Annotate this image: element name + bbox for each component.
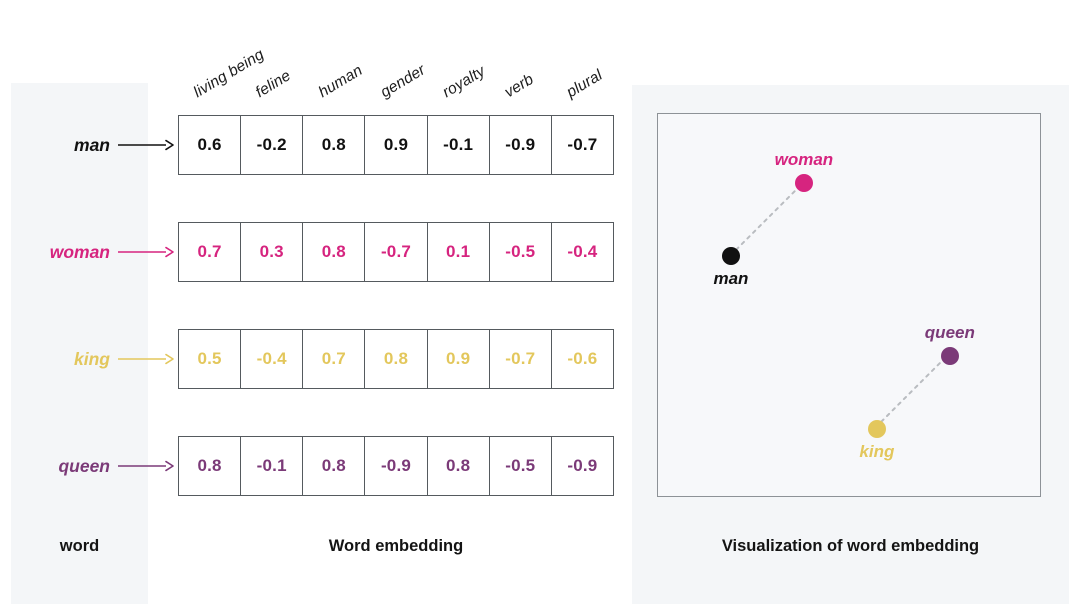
scatter-point-king [867,419,886,438]
embedding-cell: 0.8 [303,116,366,174]
dimension-header-gender: gender [377,61,429,102]
embedding-cell: 0.9 [428,330,490,388]
embedding-cell: -0.5 [490,437,552,495]
dimension-header-royalty: royalty [439,62,489,102]
arrow-right-icon [118,352,174,366]
word-label-woman: woman [49,241,110,262]
embedding-cell: 0.3 [241,223,304,281]
word-label-queen: queen [58,455,110,476]
arrow-right-icon [118,138,174,152]
dimension-header-feline: feline [252,67,294,102]
caption-word-embedding: Word embedding [328,537,464,555]
word-label-man: man [74,134,110,155]
scatter-point-queen [940,346,959,365]
embedding-cell: 0.8 [303,223,366,281]
embedding-cell: -0.5 [490,223,552,281]
embedding-cell: 0.7 [179,223,242,281]
embedding-cell: -0.9 [490,116,552,174]
embedding-cell: 0.8 [179,437,242,495]
dimension-header-plural: plural [563,66,606,102]
word-column-panel [11,83,148,604]
connector-king-queen [874,353,950,429]
caption-word: word [59,537,100,555]
word-label-row-woman: woman [0,222,178,282]
embedding-cell: 0.6 [179,116,242,174]
embedding-cell: -0.9 [365,437,428,495]
embedding-cell: -0.4 [567,242,598,261]
embedding-cell: -0.1 [428,116,490,174]
word-label-row-queen: queen [0,436,178,496]
embedding-cell: -0.1 [241,437,304,495]
embedding-cell: -0.2 [241,116,304,174]
scatter-label-man: man [713,269,749,289]
embedding-cell: -0.6 [567,349,598,368]
embedding-scatter-plot: man woman king queen [657,113,1041,497]
scatter-label-queen: queen [924,322,975,342]
connector-man-woman [729,181,805,257]
word-label-row-king: king [0,329,178,389]
embedding-cell: -0.4 [241,330,304,388]
embedding-cell: 0.8 [365,330,428,388]
embedding-cell: -0.9 [567,456,598,475]
embedding-cell: 0.9 [365,116,428,174]
scatter-point-man [721,247,740,266]
embedding-cell: 0.8 [303,437,366,495]
embedding-cell: 0.1 [428,223,490,281]
scatter-point-woman [794,174,813,193]
caption-visualization: Visualization of word embedding [721,537,980,555]
dimension-header-human: human [315,61,366,102]
scatter-label-king: king [859,441,895,461]
arrow-right-icon [118,459,174,473]
word-label-king: king [74,348,110,369]
embedding-cell: -0.7 [490,330,552,388]
embedding-cell: -0.7 [365,223,428,281]
dimension-header-verb: verb [501,70,537,102]
word-label-row-man: man [0,115,178,175]
arrow-right-icon [118,245,174,259]
embedding-cell: 0.8 [428,437,490,495]
embedding-cell: 0.7 [303,330,366,388]
embedding-cell: 0.5 [179,330,242,388]
scatter-label-woman: woman [774,150,834,170]
embedding-cell: -0.7 [567,135,598,154]
connector-lines [729,181,950,429]
